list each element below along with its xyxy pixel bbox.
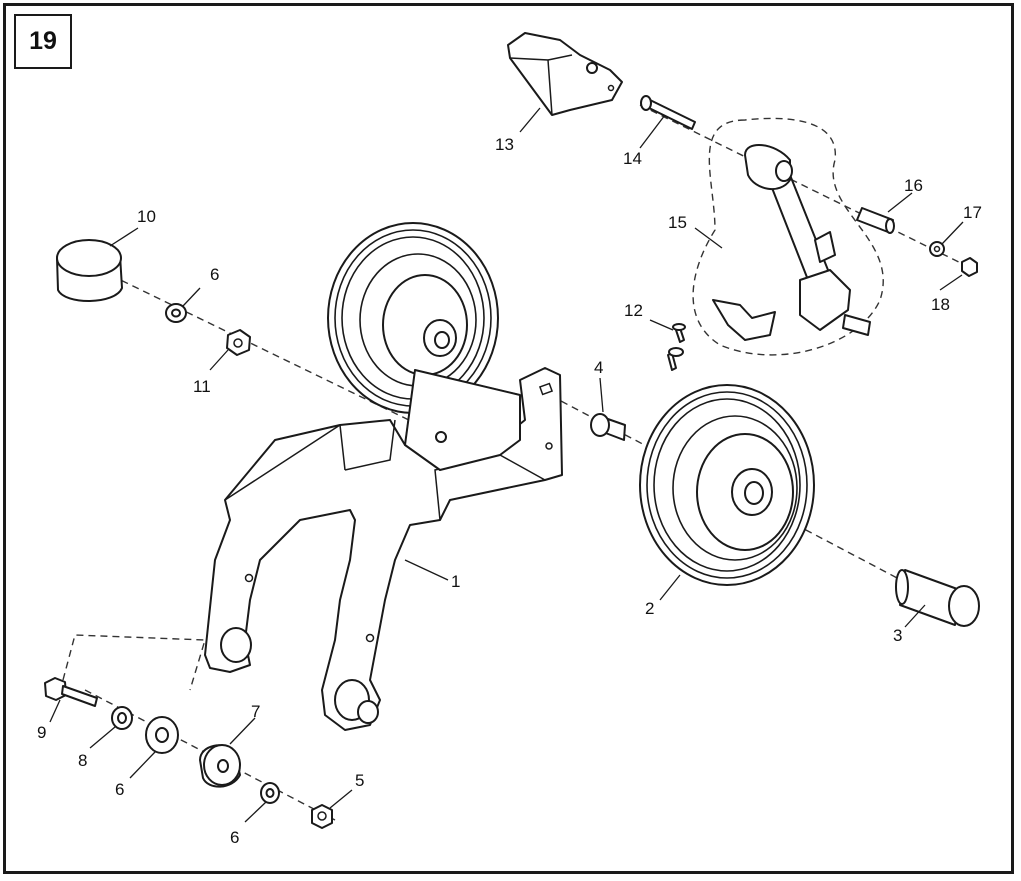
nut-18 [961,257,978,277]
figure-number-box: 19 [14,14,72,69]
lever-arm-assembly [712,143,871,341]
frame-fork [204,367,563,731]
callout-16: 16 [904,176,923,195]
callout-5: 5 [355,771,364,790]
callout-4: 4 [594,358,603,377]
washer-17 [929,241,945,257]
callout-10: 10 [137,207,156,226]
callout-15: 15 [668,213,687,232]
spacer [856,207,895,234]
leader-lines [49,107,964,823]
nut-5 [311,804,333,829]
callout-6-small-washer: 6 [230,828,239,847]
long-bolt [640,95,696,130]
roller-7 [199,744,241,788]
callout-14: 14 [623,149,642,168]
callout-6-large-washer: 6 [115,780,124,799]
washer-6-upper [165,303,187,323]
bolt-9 [44,677,98,707]
axle-bolt [590,413,626,441]
hub-cap [56,239,123,302]
callout-9: 9 [37,723,46,742]
bolts-12 [667,323,686,371]
callout-3: 3 [893,626,902,645]
callout-11: 11 [193,377,211,396]
callout-8: 8 [78,751,87,770]
callout-7: 7 [251,702,260,721]
callout-1: 1 [451,572,460,591]
callout-18: 18 [931,295,950,314]
callout-12: 12 [624,301,643,320]
front-wheel [639,384,815,586]
callout-17: 17 [963,203,982,222]
diagram-frame [3,3,1014,874]
nut-11 [226,329,251,356]
rear-wheel [327,222,499,414]
bracket [507,32,623,116]
callout-labels: 1 2 3 4 5 6 6 6 7 8 9 10 11 12 13 14 15 … [37,135,982,847]
washer-8 [111,706,133,730]
callout-6-upper: 6 [210,265,219,284]
callout-2: 2 [645,599,654,618]
washer-6-small [260,782,280,804]
assembly-lines [62,104,976,821]
axle-pin [895,569,980,627]
callout-13: 13 [495,135,514,154]
washer-6-large [145,716,179,754]
